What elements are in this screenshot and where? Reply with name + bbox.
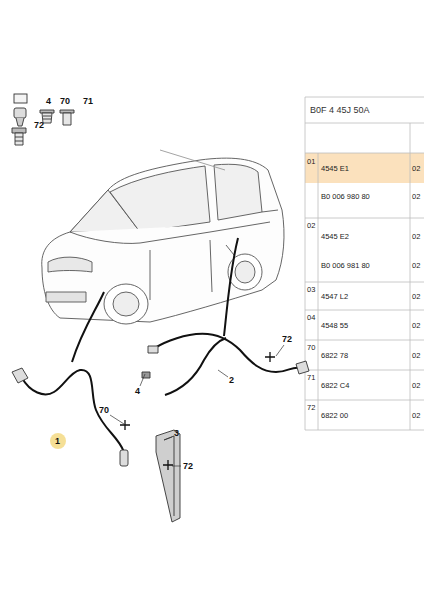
callout-number: 72 (183, 462, 193, 471)
part-number: 6822 00 (321, 412, 348, 420)
harness-wires (22, 238, 300, 452)
part-number: B0 006 980 80 (321, 193, 370, 201)
screw-symbols (120, 352, 275, 470)
quantity: 02 (412, 293, 420, 301)
callout-number: 71 (83, 97, 93, 106)
quantity: 02 (412, 165, 420, 173)
callout-number: 2 (229, 376, 234, 385)
table-index: 04 (307, 314, 315, 322)
callout-number: 70 (60, 97, 70, 106)
leader-lines (110, 345, 284, 466)
callout-number: 72 (34, 121, 44, 130)
table-index: 02 (307, 222, 315, 230)
table-index: 03 (307, 286, 315, 294)
sensor-parts (12, 346, 309, 522)
table-index: 71 (307, 374, 315, 382)
part-number: 4548 55 (321, 322, 348, 330)
car-outline (42, 150, 284, 324)
part-number: 4545 E1 (321, 165, 349, 173)
part-number: 4545 E2 (321, 233, 349, 241)
table-index: 01 (307, 158, 315, 166)
part-number: 6822 78 (321, 352, 348, 360)
callout-number: 4 (135, 387, 140, 396)
highlight-dot (50, 433, 66, 449)
part-number: 6822 C4 (321, 382, 349, 390)
callout-number: 72 (282, 335, 292, 344)
part-number: B0 006 981 80 (321, 262, 370, 270)
table-header: B0F 4 45J 50A (310, 106, 370, 115)
callout-number: 1 (55, 437, 60, 446)
table-index: 70 (307, 344, 315, 352)
quantity: 02 (412, 193, 420, 201)
callout-number: 70 (99, 406, 109, 415)
quantity: 02 (412, 322, 420, 330)
quantity: 02 (412, 262, 420, 270)
part-number: 4547 L2 (321, 293, 348, 301)
callout-number: 3 (174, 429, 179, 438)
fastener-inset (12, 94, 74, 145)
quantity: 02 (412, 352, 420, 360)
quantity: 02 (412, 233, 420, 241)
callout-number: 4 (46, 97, 51, 106)
quantity: 02 (412, 382, 420, 390)
quantity: 02 (412, 412, 420, 420)
parts-table (305, 97, 424, 430)
table-index: 72 (307, 404, 315, 412)
